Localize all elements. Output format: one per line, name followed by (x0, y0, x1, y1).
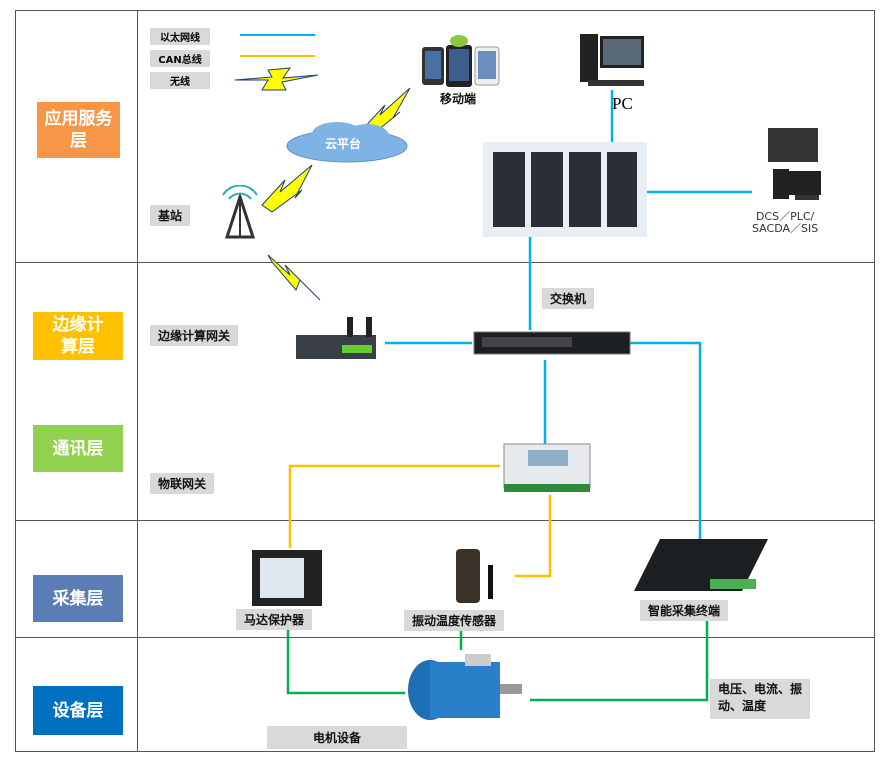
base-station-icon (222, 185, 258, 239)
measures-label: 电压、电流、振 动、温度 (710, 679, 811, 719)
row-divider (15, 637, 875, 638)
vibration-sensor-icon (456, 549, 493, 603)
layer-app: 应用服务层 (37, 102, 120, 158)
pc-icon (580, 34, 644, 86)
cloud-label: 云平台 (325, 137, 362, 151)
row-divider (15, 262, 875, 263)
layer-edge: 边缘计算层 (33, 312, 123, 360)
smart-terminal-label: 智能采集终端 (640, 600, 729, 621)
diagram-frame (15, 10, 875, 752)
mobile-device-icon (422, 35, 500, 87)
iot-gateway-label: 物联网关 (150, 473, 215, 494)
base-station-label: 基站 (150, 205, 191, 226)
iot-gateway-icon (503, 443, 591, 492)
pc-label: PC (612, 94, 633, 113)
switch-icon (473, 331, 631, 355)
layer-collect: 采集层 (33, 575, 123, 622)
layer-device: 设备层 (33, 686, 123, 735)
legend-wireless-icon (234, 67, 319, 91)
row-divider (15, 520, 875, 521)
mobile-label: 移动端 (440, 92, 477, 106)
edge-gateway-label: 边缘计算网关 (150, 325, 239, 346)
dcs-label: DCS／PLC/ SACDA／SIS (752, 210, 819, 235)
motor-icon (408, 654, 522, 720)
wireless-base-gateway-icon (267, 254, 321, 301)
wireless-base-cloud-icon (261, 164, 313, 213)
legend-ethernet-label: 以太网线 (150, 28, 210, 45)
legend-wireless-label: 无线 (150, 72, 210, 89)
legend-can-label: CAN总线 (150, 50, 210, 67)
motor-label: 电机设备 (267, 726, 408, 749)
motor-protector-icon (252, 550, 322, 606)
motor-protector-label: 马达保护器 (236, 609, 313, 630)
edge-gateway-icon (296, 317, 376, 359)
vibration-sensor-label: 振动温度传感器 (404, 610, 505, 631)
smart-terminal-icon (634, 539, 768, 591)
column-divider (137, 10, 138, 752)
cloud-icon (286, 122, 408, 163)
switch-label: 交换机 (542, 288, 595, 309)
dcs-plc-icon (768, 128, 821, 200)
layer-comm: 通讯层 (33, 425, 123, 472)
server-rack-icon (483, 142, 647, 237)
